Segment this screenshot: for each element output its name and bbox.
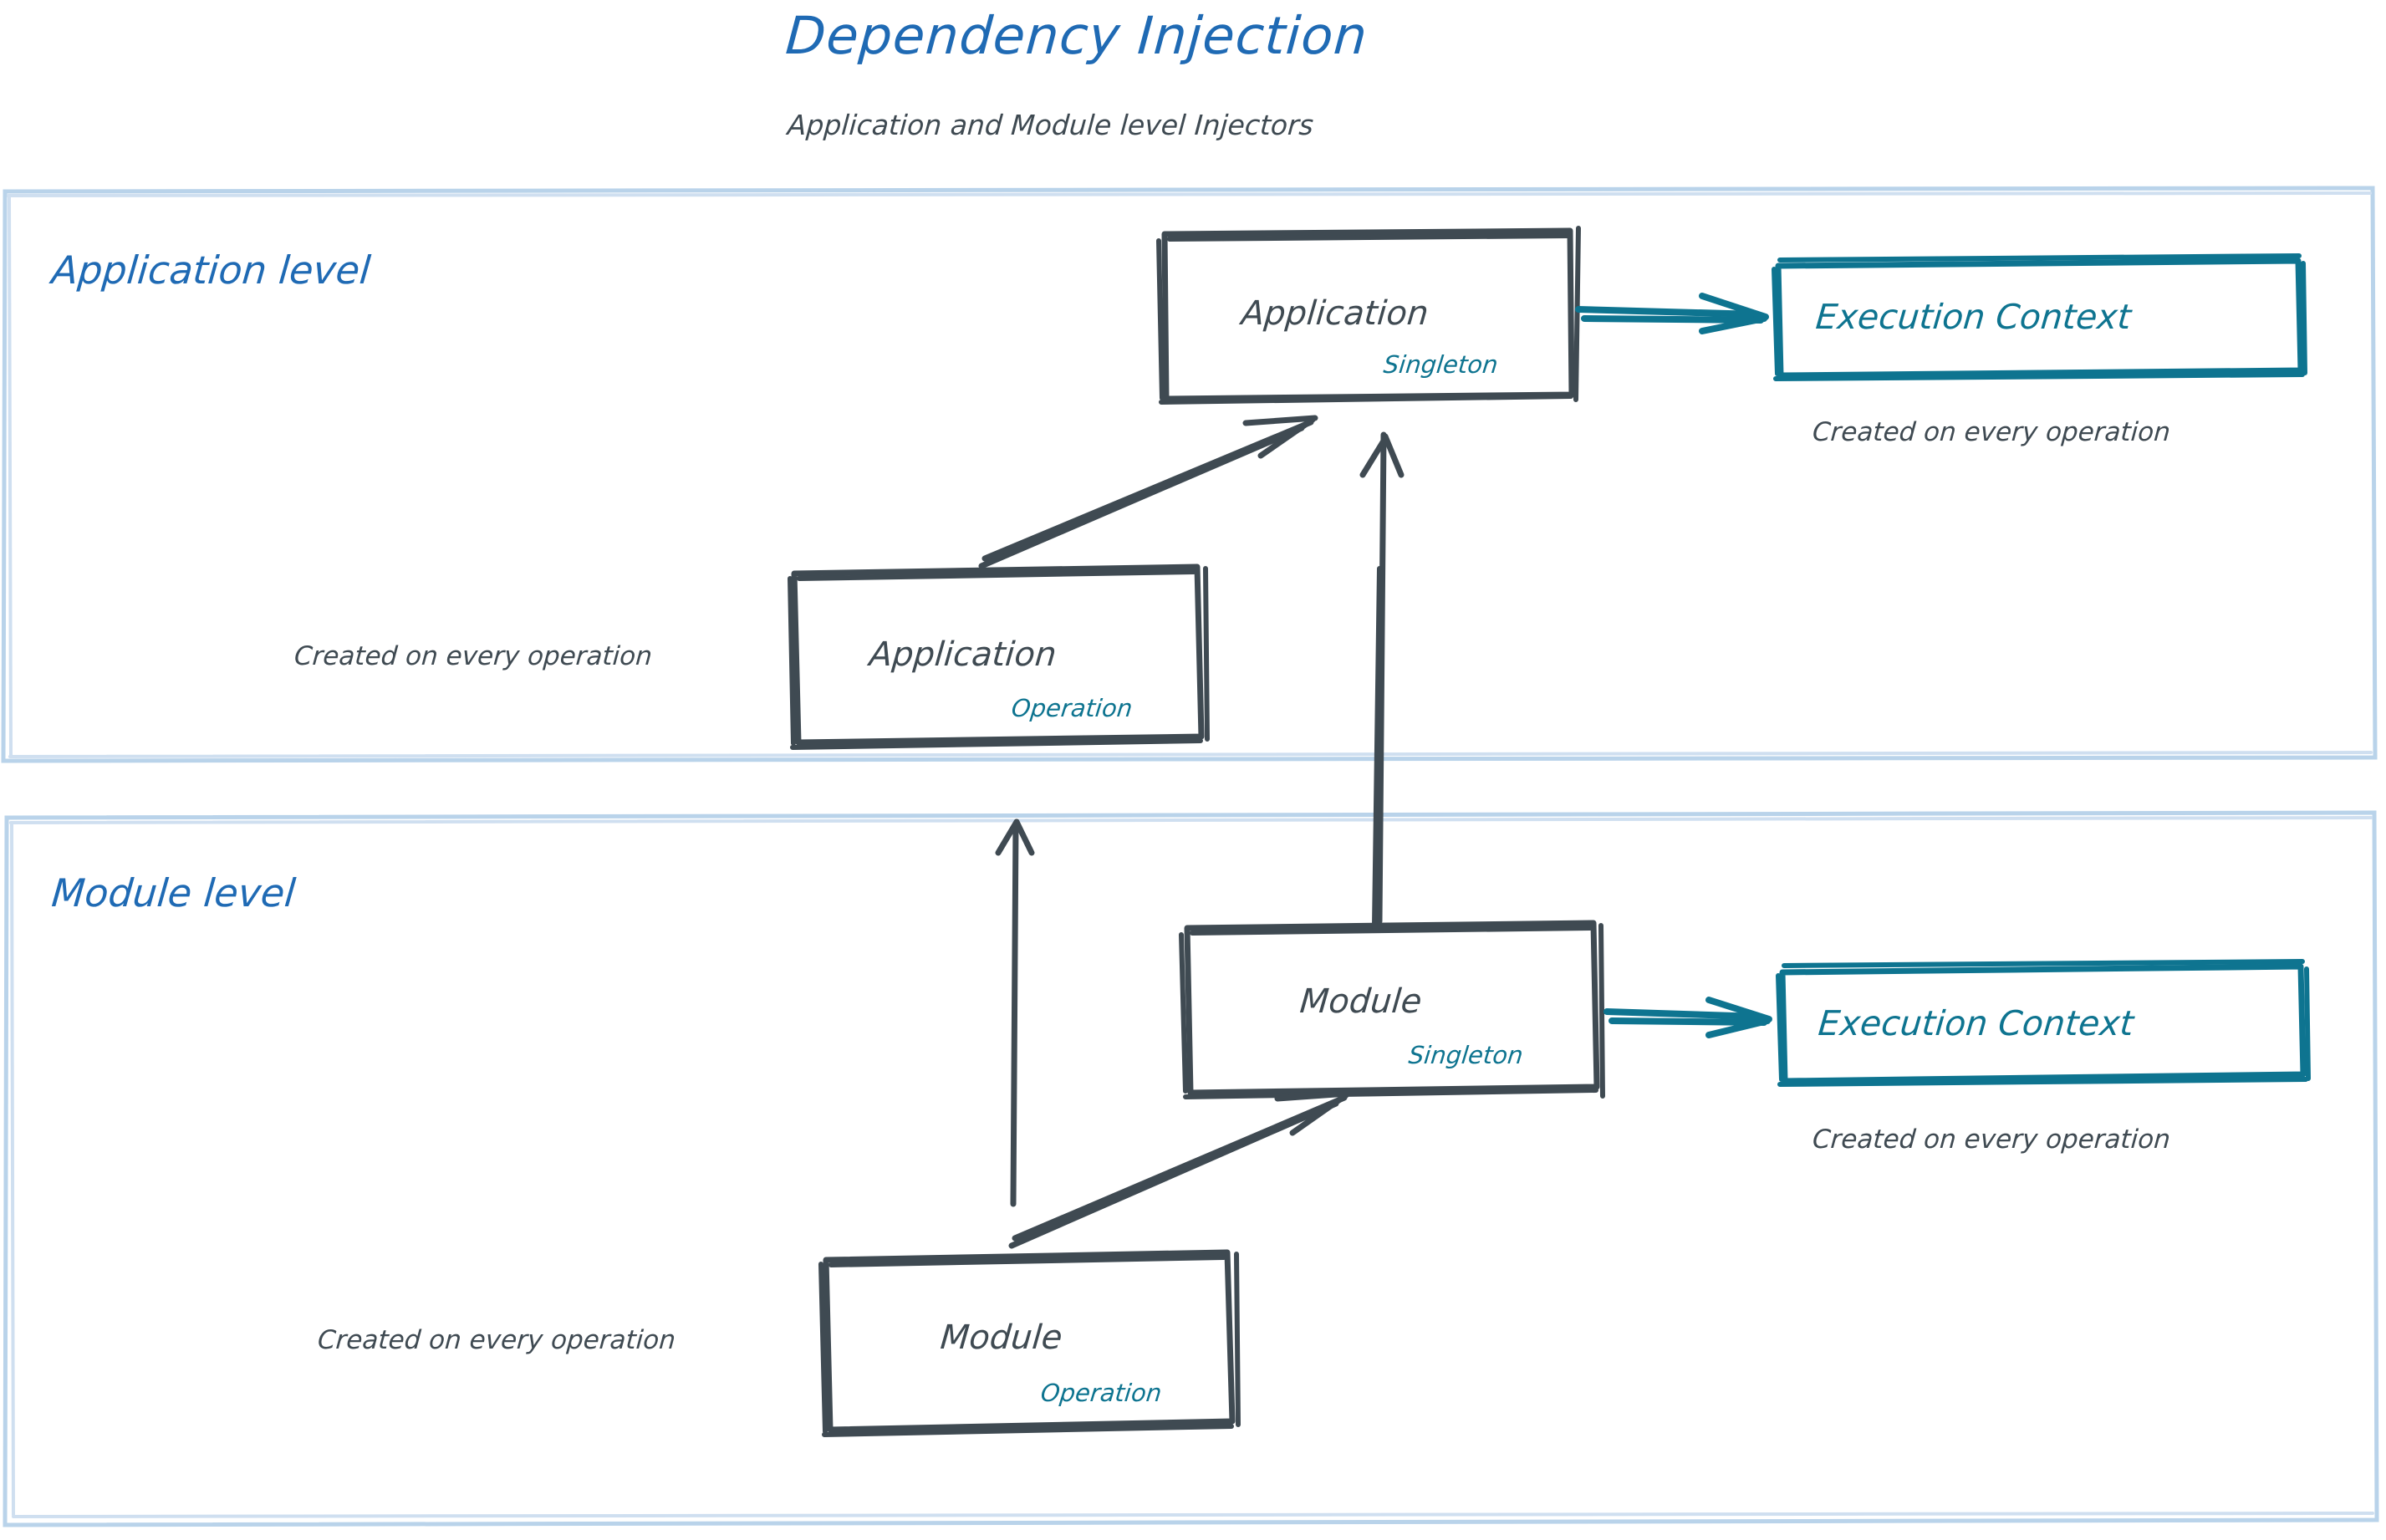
edge-module-operation-to-application-operation bbox=[995, 818, 1035, 1207]
node-label-application-singleton-title: Application bbox=[1239, 294, 1430, 333]
page-title: Dependency Injection bbox=[783, 5, 1370, 66]
node-label-module-singleton-scope: Singleton bbox=[1407, 1041, 1525, 1069]
node-label-application-operation-scope: Operation bbox=[1010, 694, 1134, 722]
caption-module-operation: Created on every operation bbox=[316, 1325, 677, 1355]
edge-module-singleton-to-application-singleton bbox=[1359, 431, 1405, 929]
caption-module-execution-context: Created on every operation bbox=[1811, 1124, 2172, 1155]
node-label-module-operation-title: Module bbox=[938, 1318, 1064, 1357]
node-label-application-execution-context: Execution Context bbox=[1813, 297, 2133, 337]
node-label-module-operation-scope: Operation bbox=[1039, 1379, 1164, 1407]
edge-module-operation-to-module-singleton bbox=[1008, 1090, 1351, 1249]
zone-label-module-level: Module level bbox=[49, 870, 298, 915]
zone-label-application-level: Application level bbox=[49, 247, 373, 293]
edge-module-singleton-to-execution-context bbox=[1603, 997, 1772, 1038]
node-label-application-singleton-scope: Singleton bbox=[1382, 350, 1500, 379]
node-label-module-execution-context: Execution Context bbox=[1816, 1003, 2135, 1043]
node-label-module-singleton-title: Module bbox=[1298, 982, 1424, 1021]
edge-application-singleton-to-execution-context bbox=[1575, 293, 1769, 334]
edge-application-operation-to-application-singleton bbox=[978, 415, 1318, 569]
caption-application-execution-context: Created on every operation bbox=[1811, 417, 2172, 447]
caption-application-operation: Created on every operation bbox=[293, 641, 654, 671]
node-label-application-operation-title: Application bbox=[867, 635, 1058, 674]
zone-module-level-border bbox=[3, 810, 2379, 1527]
page-subtitle: Application and Module level Injectors bbox=[786, 109, 1315, 141]
